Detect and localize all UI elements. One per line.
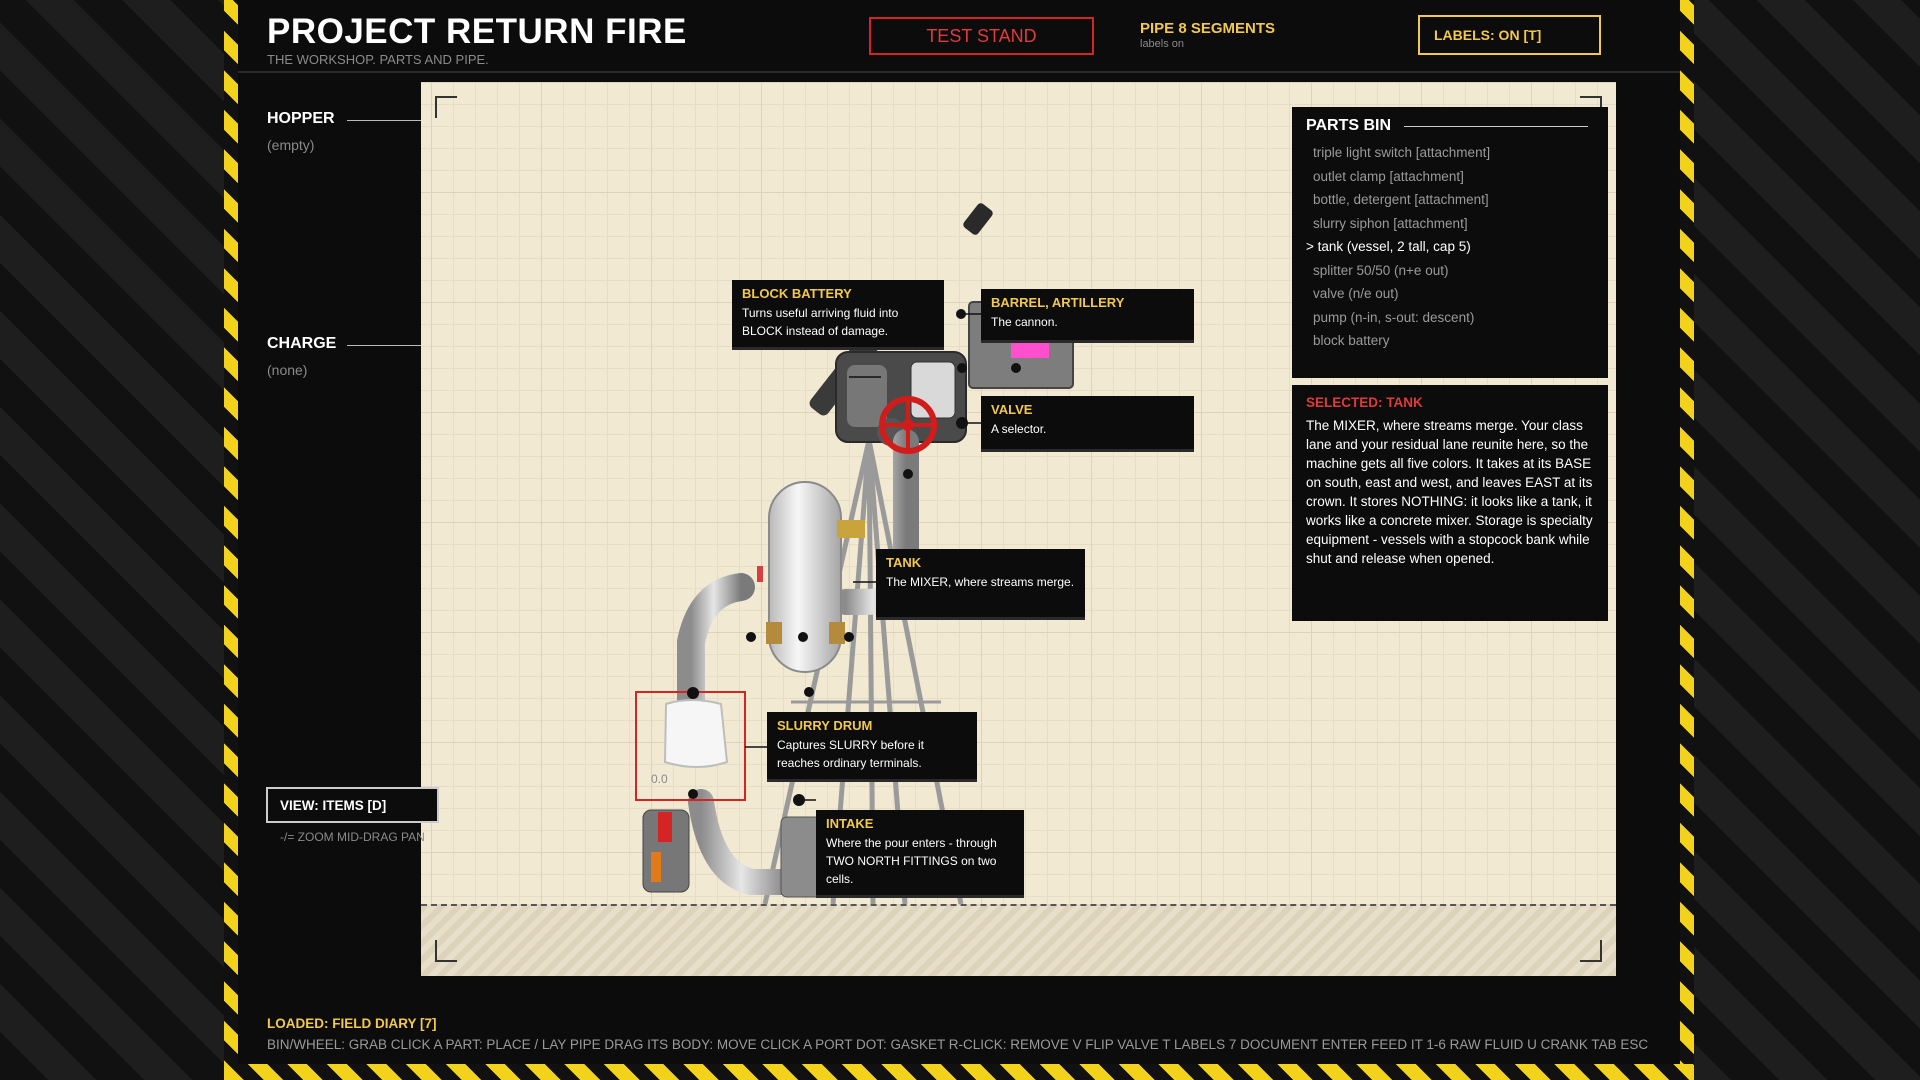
pipe-segment-subtext: labels on <box>1140 38 1185 50</box>
parts-bin-item-selected[interactable]: > tank (vessel, 2 tall, cap 5) <box>1306 239 1471 254</box>
floor-hatch <box>421 904 1616 976</box>
parts-bin-item[interactable]: splitter 50/50 (n+e out) <box>1313 262 1449 278</box>
callout-title: TANK <box>886 555 922 570</box>
test-stand-button[interactable]: TEST STAND <box>869 17 1094 55</box>
callout-title: BLOCK BATTERY <box>742 286 852 301</box>
parts-bin-item[interactable]: outlet clamp [attachment] <box>1313 168 1464 184</box>
callout-title: BARREL, ARTILLERY <box>991 295 1125 310</box>
parts-bin-item[interactable]: slurry siphon [attachment] <box>1313 215 1468 231</box>
parts-bin-item[interactable]: triple light switch [attachment] <box>1313 145 1491 160</box>
selected-part-panel: SELECTED: TANK The MIXER, where streams … <box>1292 385 1608 621</box>
callout-title: VALVE <box>991 402 1033 417</box>
callout-intake: INTAKE Where the pour enters - through T… <box>816 810 1024 898</box>
slurry-drum-reading: 0.0 <box>651 772 668 786</box>
callout-leader-lines <box>745 313 981 801</box>
corner-bracket-bottom-right <box>1580 940 1602 962</box>
parts-bin-item[interactable]: block battery <box>1313 333 1390 348</box>
callout-title: INTAKE <box>826 816 874 831</box>
charge-value: (none) <box>267 362 308 378</box>
tank-part[interactable] <box>757 481 865 673</box>
corner-bracket-bottom-left <box>435 940 457 962</box>
charge-connector-line <box>347 345 421 346</box>
callout-desc: The MIXER, where streams merge. <box>886 575 1075 589</box>
callout-desc: Captures SLURRY before it reaches ordina… <box>777 738 924 770</box>
view-mode-button[interactable]: VIEW: ITEMS [D] <box>266 787 439 823</box>
parts-bin-panel: PARTS BIN triple light switch [attachmen… <box>1292 107 1608 378</box>
parts-bin-item[interactable]: bottle, detergent [attachment] <box>1313 192 1489 207</box>
callout-desc: A selector. <box>991 422 1047 436</box>
parts-bin-list: triple light switch [attachment] outlet … <box>1306 145 1594 357</box>
callout-slurry-drum: SLURRY DRUM Captures SLURRY before it re… <box>767 712 977 782</box>
intake-part[interactable] <box>642 809 822 898</box>
page-subtitle: THE WORKSHOP. PARTS AND PIPE. <box>267 52 489 67</box>
callout-tank: TANK The MIXER, where streams merge. <box>876 549 1085 620</box>
callout-desc: Where the pour enters - through TWO NORT… <box>826 836 997 886</box>
header-divider <box>238 71 1680 73</box>
zoom-hint: -/= ZOOM MID-DRAG PAN <box>280 830 425 844</box>
labels-toggle-button[interactable]: LABELS: ON [T] <box>1418 15 1601 55</box>
parts-bin-divider <box>1404 126 1588 127</box>
hopper-value: (empty) <box>267 137 315 153</box>
callout-title: SLURRY DRUM <box>777 718 873 733</box>
port-dots[interactable] <box>687 309 1021 806</box>
parts-bin-item[interactable]: pump (n-in, s-out: descent) <box>1313 309 1475 325</box>
page-title: PROJECT RETURN FIRE <box>267 12 687 51</box>
hazard-stripe-right <box>1680 0 1694 1080</box>
callout-block-battery: BLOCK BATTERY Turns useful arriving flui… <box>732 280 944 350</box>
pipe-segment-count: PIPE 8 SEGMENTS <box>1140 20 1276 37</box>
parts-bin-title: PARTS BIN <box>1306 117 1392 134</box>
callout-desc: The cannon. <box>991 315 1058 329</box>
hopper-connector-line <box>347 120 421 121</box>
callout-desc: Turns useful arriving fluid into BLOCK i… <box>742 306 899 338</box>
loaded-status: LOADED: FIELD DIARY [7] <box>267 1016 437 1031</box>
keybind-hints: BIN/WHEEL: GRAB CLICK A PART: PLACE / LA… <box>267 1037 1649 1052</box>
callout-valve: VALVE A selector. <box>981 396 1194 452</box>
selected-part-description: The MIXER, where streams merge. Your cla… <box>1306 418 1593 566</box>
charge-label: CHARGE <box>267 335 337 352</box>
hopper-label: HOPPER <box>267 110 335 127</box>
parts-bin-item[interactable]: valve (n/e out) <box>1313 286 1399 301</box>
slurry-drum-part[interactable] <box>663 699 729 768</box>
selected-part-heading: SELECTED: TANK <box>1306 395 1423 410</box>
corner-bracket-top-left <box>435 96 457 118</box>
hazard-stripe-left <box>224 0 238 1080</box>
valve-part[interactable] <box>879 396 937 454</box>
callout-barrel-artillery: BARREL, ARTILLERY The cannon. <box>981 289 1194 343</box>
hazard-stripe-bottom <box>224 1064 1694 1080</box>
